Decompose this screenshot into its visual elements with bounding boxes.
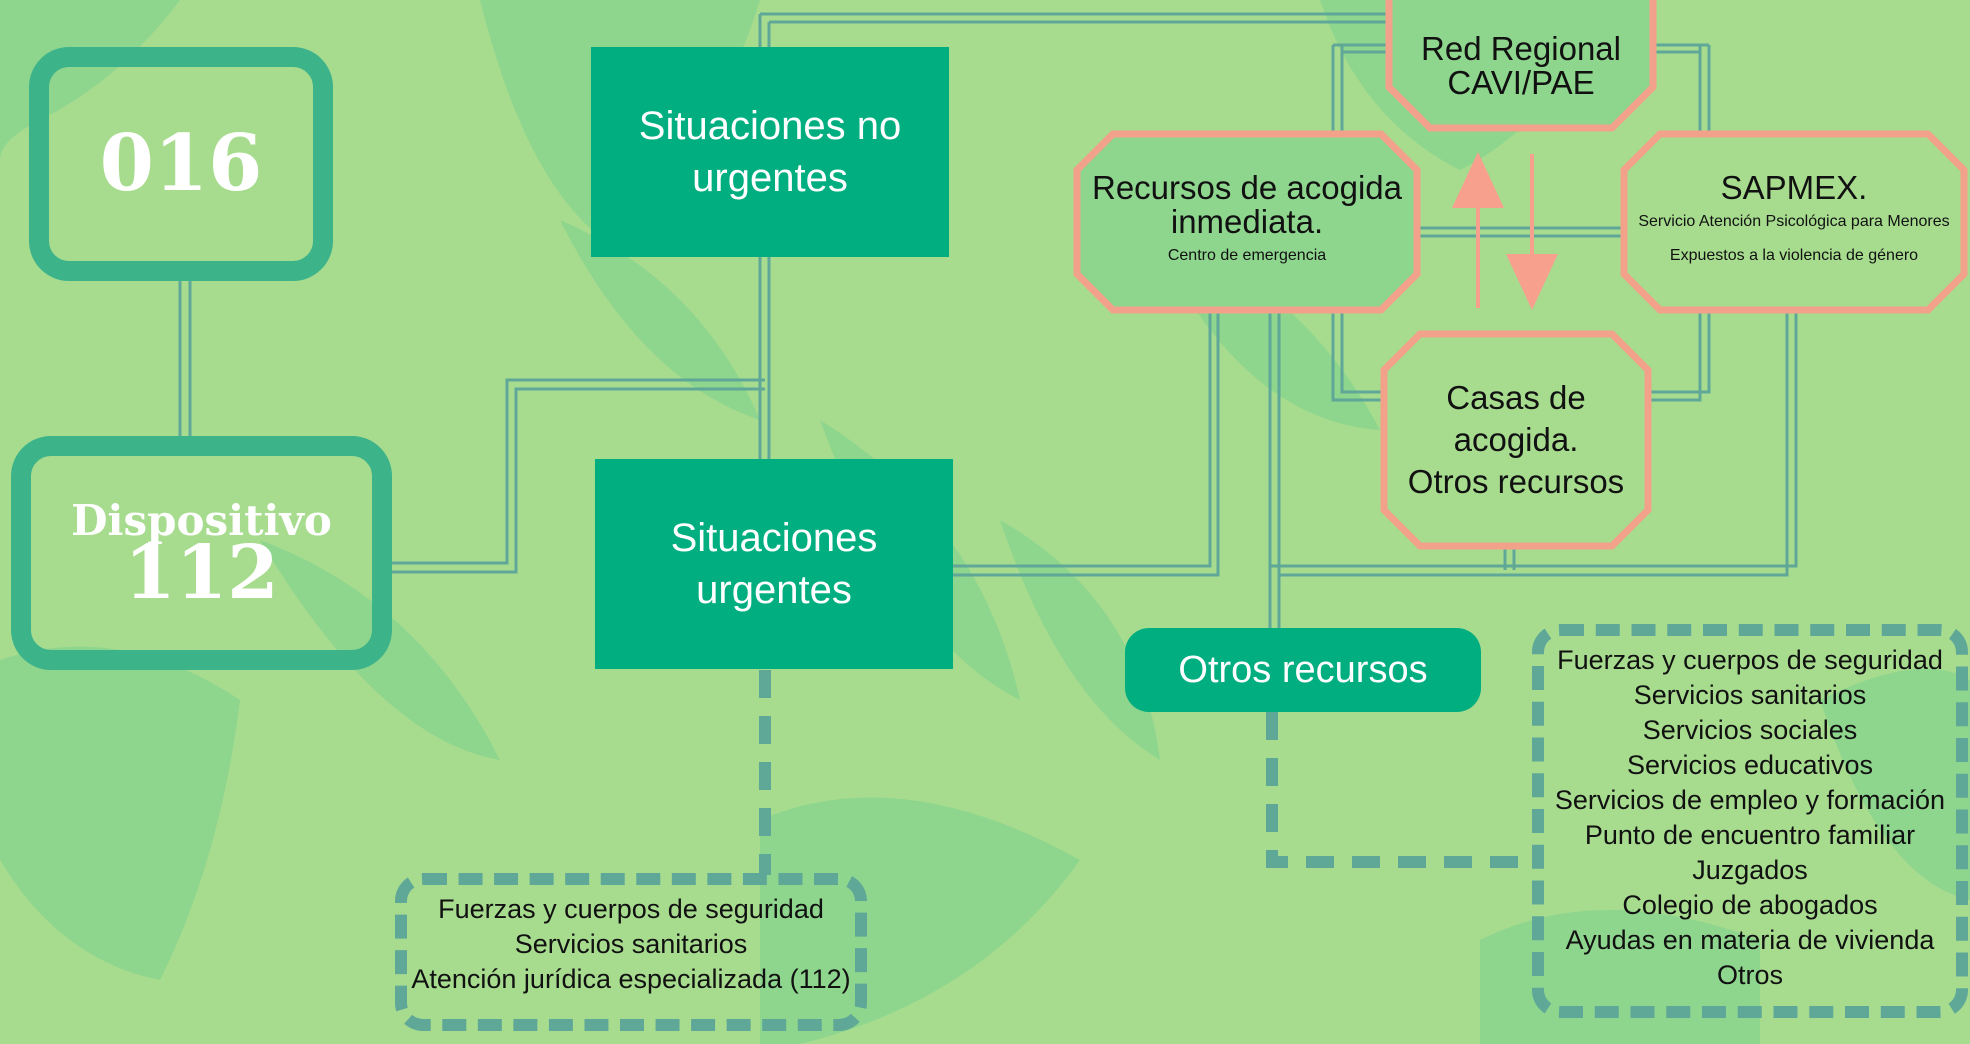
octagon-shape — [1380, 330, 1652, 550]
list-item: Servicios sanitarios — [1633, 680, 1867, 710]
sapmex-title: SAPMEX. — [1720, 169, 1868, 206]
list-item: Punto de encuentro familiar — [1584, 820, 1916, 850]
list-item: Atención jurídica especializada (112) — [411, 964, 851, 994]
list-item: Fuerzas y cuerpos de seguridad — [438, 894, 824, 924]
octagon-shape — [1385, 0, 1657, 132]
urgentes-line2: urgentes — [696, 568, 852, 612]
urgent-resources-box — [395, 873, 867, 1031]
no-urgentes-line1: Situaciones no — [638, 104, 902, 148]
list-item: Fuerzas y cuerpos de seguridad — [1557, 645, 1943, 675]
acogida-line1: Recursos de acogida — [1091, 169, 1403, 206]
sapmex-sub2: Expuestos a la violencia de género — [1669, 247, 1919, 264]
sapmex-sub1: Servicio Atención Psicológica para Menor… — [1638, 213, 1950, 230]
octagon-shape — [1620, 130, 1968, 314]
list-item: Juzgados — [1692, 855, 1808, 885]
list-item: Otros — [1716, 960, 1783, 990]
casas-line1: Casas de acogida. — [1446, 379, 1586, 458]
acogida-sub: Centro de emergencia — [1167, 247, 1327, 264]
otros-resources-box — [1532, 624, 1968, 1018]
red-regional-line2: CAVI/PAE — [1447, 64, 1595, 101]
node-dispositivo-112: Dispositivo 112 — [11, 436, 392, 670]
list-item: Servicios sanitarios — [514, 929, 748, 959]
node-112-line1: Dispositivo — [71, 496, 332, 545]
node-situaciones-no-urgentes: Situaciones no urgentes — [591, 47, 949, 257]
urgentes-line1: Situaciones — [670, 516, 878, 560]
node-red-regional: Red Regional CAVI/PAE — [1385, 0, 1657, 132]
node-recursos-acogida-inmediata: Recursos de acogida inmediata. Centro de… — [1073, 130, 1421, 314]
casas-line2: Otros recursos — [1407, 463, 1625, 500]
node-casas-acogida: Casas de acogida. Otros recursos — [1380, 330, 1652, 550]
list-item: Servicios sociales — [1642, 715, 1858, 745]
node-sapmex: SAPMEX. Servicio Atención Psicológica pa… — [1620, 130, 1968, 314]
node-112-line2: 112 — [124, 530, 279, 616]
node-016-label: 016 — [99, 118, 263, 209]
node-016: 016 — [29, 47, 333, 281]
red-regional-line1: Red Regional — [1421, 30, 1621, 67]
list-item: Ayudas en materia de vivienda — [1565, 925, 1935, 955]
otros-resources-list: Fuerzas y cuerpos de seguridad Servicios… — [1532, 643, 1968, 993]
octagon-shape — [1073, 130, 1421, 314]
otros-recursos-label: Otros recursos — [1178, 648, 1428, 691]
no-urgentes-line2: urgentes — [692, 156, 848, 200]
list-item: Colegio de abogados — [1622, 890, 1878, 920]
node-otros-recursos: Otros recursos — [1125, 628, 1481, 712]
acogida-line2: inmediata. — [1170, 203, 1324, 240]
bidirectional-arrow-icon — [1452, 152, 1558, 310]
urgent-resources-list: Fuerzas y cuerpos de seguridad Servicios… — [395, 892, 867, 997]
list-item: Servicios educativos — [1626, 750, 1874, 780]
node-situaciones-urgentes: Situaciones urgentes — [595, 459, 953, 669]
list-item: Servicios de empleo y formación — [1554, 785, 1946, 815]
